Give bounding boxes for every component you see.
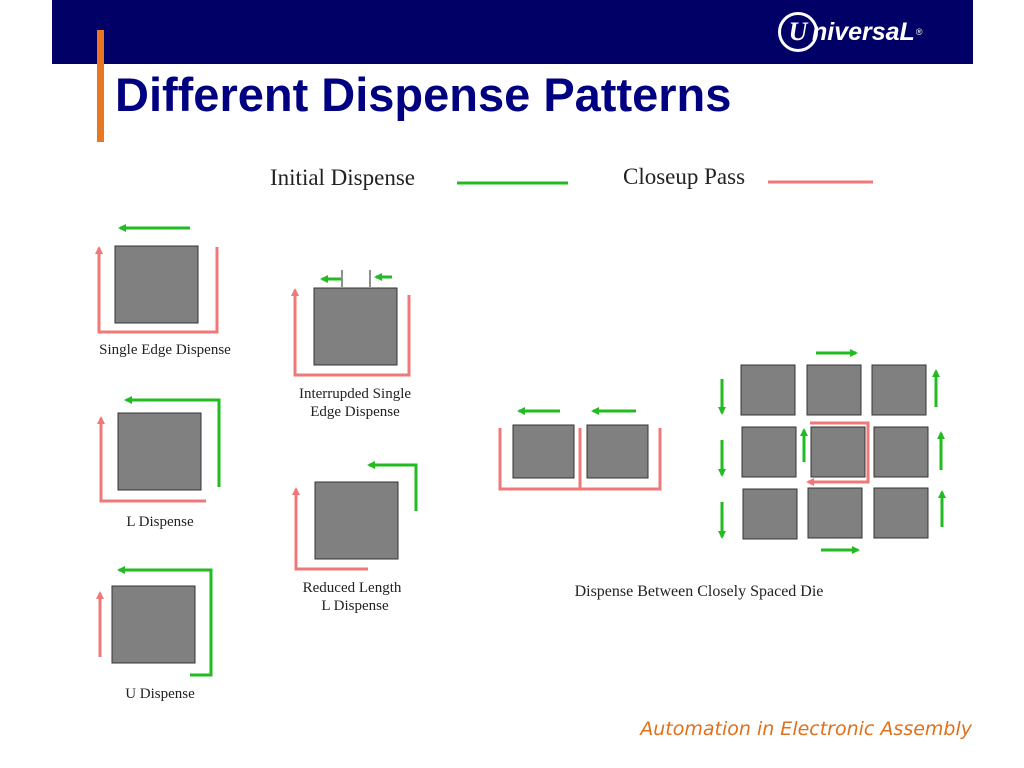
die — [871, 364, 927, 416]
logo-registered-mark: ® — [915, 27, 923, 37]
die — [117, 412, 202, 491]
die — [114, 245, 199, 324]
legend-initial-label: Initial Dispense — [270, 165, 415, 190]
die — [810, 426, 866, 478]
die — [111, 585, 196, 664]
label-l-dispense: L Dispense — [126, 514, 194, 530]
die — [807, 487, 863, 539]
label-u-dispense: U Dispense — [125, 686, 195, 702]
label-reduced-line1: Reduced Length — [303, 580, 402, 596]
die — [873, 487, 929, 539]
closeup-pass-line — [578, 428, 662, 491]
title-accent-bar — [97, 30, 104, 142]
die — [586, 424, 649, 479]
slide-title: Different Dispense Patterns — [115, 68, 732, 121]
die — [314, 481, 399, 560]
closeup-pass-arrow — [292, 487, 368, 571]
die — [740, 364, 796, 416]
closeup-pass-arrow — [95, 246, 219, 334]
label-single-edge: Single Edge Dispense — [99, 342, 231, 358]
legend-closeup-label: Closeup Pass — [623, 164, 745, 189]
label-reduced-line2: L Dispense — [321, 598, 389, 614]
die — [806, 364, 862, 416]
header-bar — [52, 0, 973, 64]
closeup-pass-arrow — [806, 421, 870, 486]
logo-text: niversaL — [812, 17, 915, 46]
closeup-pass-arrow — [291, 288, 411, 377]
universal-logo: U niversaL ® — [778, 10, 922, 54]
label-closely-spaced: Dispense Between Closely Spaced Die — [575, 583, 824, 600]
label-interrupted-line1: Interrupded Single — [299, 386, 411, 402]
die — [873, 426, 929, 478]
initial-dispense-arrow — [117, 566, 213, 677]
die — [741, 426, 797, 478]
logo-monogram: U — [778, 12, 818, 52]
initial-dispense-arrow — [124, 396, 221, 487]
label-interrupted-line2: Edge Dispense — [310, 404, 400, 420]
die — [742, 488, 798, 540]
die — [313, 287, 398, 366]
footer-tagline: Automation in Electronic Assembly — [640, 718, 972, 740]
closeup-pass-arrow — [97, 416, 206, 503]
die — [512, 424, 575, 479]
initial-dispense-arrow — [367, 461, 418, 511]
closeup-pass-line — [498, 428, 580, 491]
